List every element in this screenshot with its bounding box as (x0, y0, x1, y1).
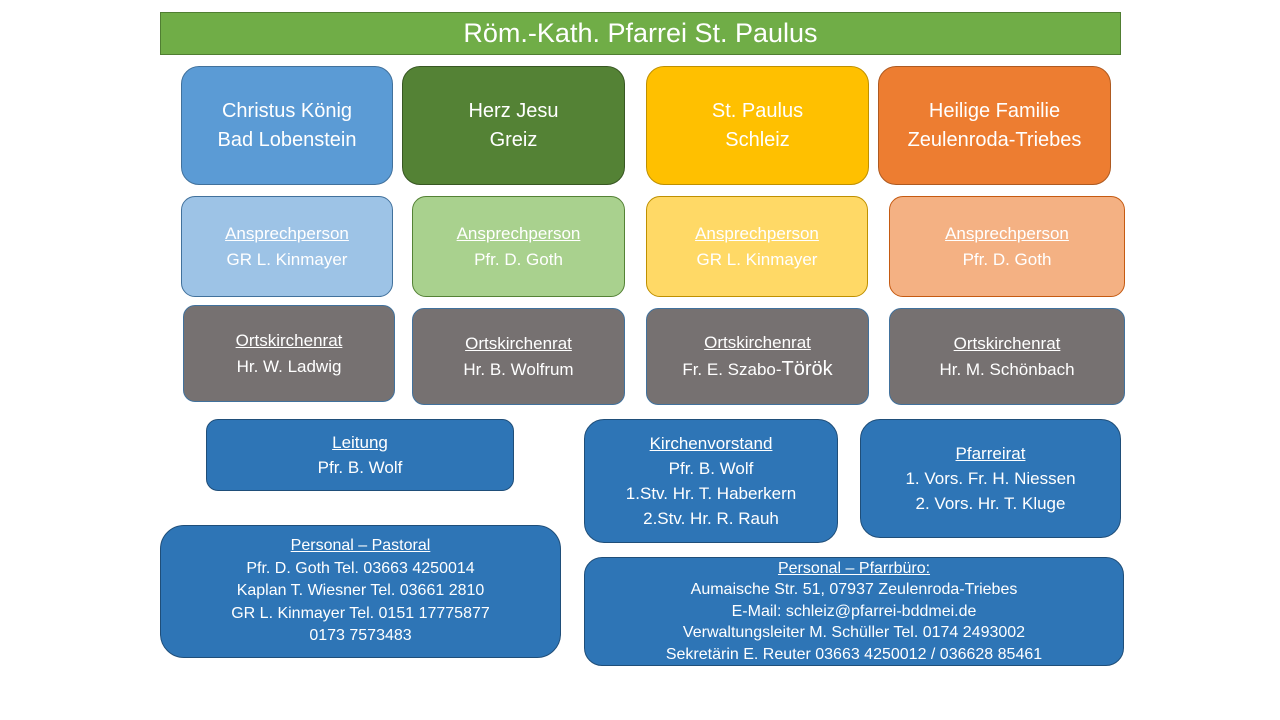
council-person: Hr. M. Schönbach (939, 359, 1075, 379)
personal-pfarrbuero-line: Sekretärin E. Reuter 03663 4250012 / 036… (665, 645, 1043, 663)
parish-name: Christus König (221, 99, 353, 122)
personal-pastoral-line: GR L. Kinmayer Tel. 0151 17775877 (231, 604, 490, 622)
leitung-person: Pfr. B. Wolf (317, 458, 403, 477)
parish-place: Zeulenroda-Triebes (907, 128, 1082, 151)
personal-pfarrbuero-line: Aumaische Str. 51, 07937 Zeulenroda-Trie… (690, 581, 1018, 599)
personal-pfarrbuero-line: Verwaltungsleiter M. Schüller Tel. 0174 … (682, 624, 1026, 642)
contact-heading: Ansprechperson (945, 223, 1069, 243)
kirchenvorstand-box: Kirchenvorstand Pfr. B. Wolf 1.Stv. Hr. … (584, 419, 838, 543)
council-heading: Ortskirchenrat (704, 333, 811, 352)
parish-box-heilige-familie: Heilige Familie Zeulenroda-Triebes (878, 66, 1111, 185)
council-box-heilige-familie: Ortskirchenrat Hr. M. Schönbach (889, 308, 1125, 405)
personal-pfarrbuero-heading: Personal – Pfarrbüro: (777, 559, 931, 577)
pfarreirat-box: Pfarreirat 1. Vors. Fr. H. Niessen 2. Vo… (860, 419, 1121, 538)
leitung-box: Leitung Pfr. B. Wolf (206, 419, 514, 491)
title-text: Röm.-Kath. Pfarrei St. Paulus (463, 18, 818, 48)
personal-pfarrbuero-line: E-Mail: schleiz@pfarrei-bddmei.de (731, 602, 977, 620)
council-heading: Ortskirchenrat (235, 330, 343, 350)
pfarreirat-line: 2. Vors. Hr. T. Kluge (915, 494, 1066, 513)
kirchenvorstand-line: 2.Stv. Hr. R. Rauh (643, 509, 779, 528)
council-box-st-paulus: Ortskirchenrat Fr. E. Szabo-Török (646, 308, 869, 405)
contact-person: Pfr. D. Goth (962, 249, 1052, 269)
personal-pastoral-line: 0173 7573483 (309, 627, 412, 645)
personal-pastoral-line: Pfr. D. Goth Tel. 03663 4250014 (246, 559, 475, 577)
contact-heading: Ansprechperson (695, 223, 819, 243)
kirchenvorstand-heading: Kirchenvorstand (649, 434, 773, 453)
kirchenvorstand-line: 1.Stv. Hr. T. Haberkern (625, 484, 797, 503)
parish-box-st-paulus: St. Paulus Schleiz (646, 66, 869, 185)
council-box-christus-koenig: Ortskirchenrat Hr. W. Ladwig (183, 305, 395, 402)
parish-place: Schleiz (725, 128, 790, 151)
parish-name: Heilige Familie (928, 99, 1061, 122)
contact-heading: Ansprechperson (225, 223, 349, 243)
council-box-herz-jesu: Ortskirchenrat Hr. B. Wolfrum (412, 308, 625, 405)
contact-person: GR L. Kinmayer (696, 249, 818, 269)
contact-box-st-paulus: Ansprechperson GR L. Kinmayer (646, 196, 868, 297)
council-heading: Ortskirchenrat (465, 333, 572, 353)
parish-box-christus-koenig: Christus König Bad Lobenstein (181, 66, 393, 185)
contact-box-christus-koenig: Ansprechperson GR L. Kinmayer (181, 196, 393, 297)
council-person: Fr. E. Szabo-Török (682, 356, 832, 383)
leitung-heading: Leitung (332, 433, 388, 452)
contact-person: GR L. Kinmayer (226, 249, 348, 269)
contact-heading: Ansprechperson (456, 223, 581, 243)
personal-pastoral-box: Personal – Pastoral Pfr. D. Goth Tel. 03… (160, 525, 561, 658)
contact-box-heilige-familie: Ansprechperson Pfr. D. Goth (889, 196, 1125, 297)
council-person: Hr. B. Wolfrum (463, 359, 574, 379)
personal-pfarrbuero-box: Personal – Pfarrbüro: Aumaische Str. 51,… (584, 557, 1124, 666)
parish-box-herz-jesu: Herz Jesu Greiz (402, 66, 625, 185)
parish-name: St. Paulus (711, 99, 804, 122)
parish-place: Bad Lobenstein (217, 128, 357, 151)
council-person-part: Fr. E. Szabo- (682, 360, 782, 379)
contact-box-herz-jesu: Ansprechperson Pfr. D. Goth (412, 196, 625, 297)
personal-pastoral-line: Kaplan T. Wiesner Tel. 03661 2810 (236, 582, 485, 600)
council-person: Hr. W. Ladwig (236, 356, 342, 376)
pfarreirat-line: 1. Vors. Fr. H. Niessen (905, 469, 1076, 488)
council-heading: Ortskirchenrat (953, 333, 1061, 353)
parish-place: Greiz (489, 128, 538, 151)
parish-name: Herz Jesu (468, 99, 559, 122)
org-chart-title: Röm.-Kath. Pfarrei St. Paulus (160, 12, 1121, 55)
contact-person: Pfr. D. Goth (474, 249, 563, 269)
personal-pastoral-heading: Personal – Pastoral (290, 537, 431, 555)
council-person-part: Török (781, 358, 833, 380)
kirchenvorstand-line: Pfr. B. Wolf (668, 459, 754, 478)
pfarreirat-heading: Pfarreirat (955, 444, 1026, 463)
